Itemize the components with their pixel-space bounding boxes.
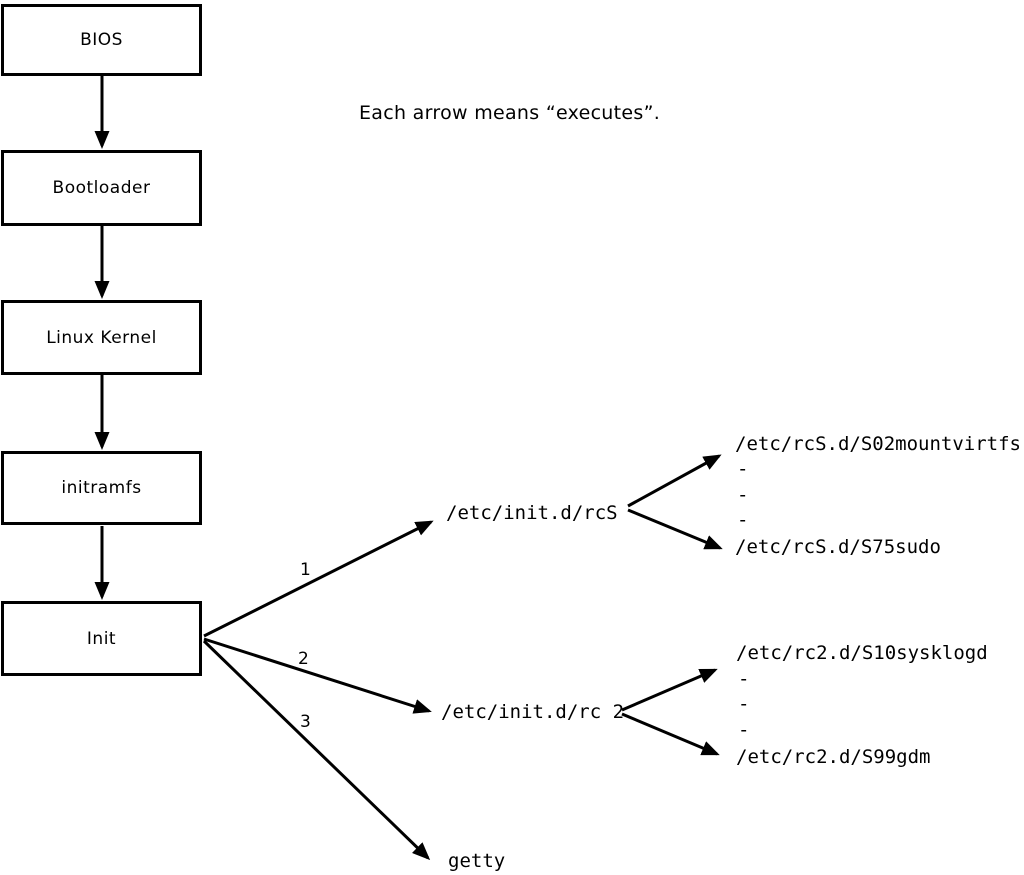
rcS-ellipsis-dash: - xyxy=(737,458,749,480)
arrow-rcS-to-first xyxy=(627,454,722,508)
arrow-init-to-getty xyxy=(202,639,431,861)
node-rcS-first-script: /etc/rcS.d/S02mountvirtfs xyxy=(735,433,1021,455)
node-initramfs: initramfs xyxy=(1,451,202,525)
rcS-ellipsis-dash: - xyxy=(737,484,749,506)
branch-label-1: 1 xyxy=(300,560,311,580)
node-rc2-first-script: /etc/rc2.d/S10sysklogd xyxy=(736,642,988,664)
node-bios: BIOS xyxy=(1,4,202,76)
node-rcS-script: /etc/init.d/rcS xyxy=(446,502,618,524)
rcS-ellipsis-dash: - xyxy=(737,509,749,531)
node-getty: getty xyxy=(448,850,506,872)
branch-label-3: 3 xyxy=(300,712,311,732)
node-rc2-script: /etc/init.d/rc 2 xyxy=(441,701,625,723)
arrow-init-to-rcS xyxy=(203,520,434,638)
arrow-rc2-to-first xyxy=(621,668,718,712)
arrow-rcS-to-last xyxy=(627,508,723,550)
node-linux-kernel: Linux Kernel xyxy=(1,300,202,375)
node-rcS-last-script: /etc/rcS.d/S75sudo xyxy=(735,536,941,558)
node-bootloader: Bootloader xyxy=(1,150,202,226)
arrow-init-to-rc2 xyxy=(203,637,432,714)
legend-note: Each arrow means “executes”. xyxy=(359,102,661,124)
node-rc2-last-script: /etc/rc2.d/S99gdm xyxy=(736,746,931,768)
node-init: Init xyxy=(1,601,202,676)
arrow-rc2-to-last xyxy=(621,712,720,756)
rc2-ellipsis-dash: - xyxy=(738,668,750,690)
branch-label-2: 2 xyxy=(298,649,309,669)
rc2-ellipsis-dash: - xyxy=(738,693,750,715)
rc2-ellipsis-dash: - xyxy=(738,719,750,741)
